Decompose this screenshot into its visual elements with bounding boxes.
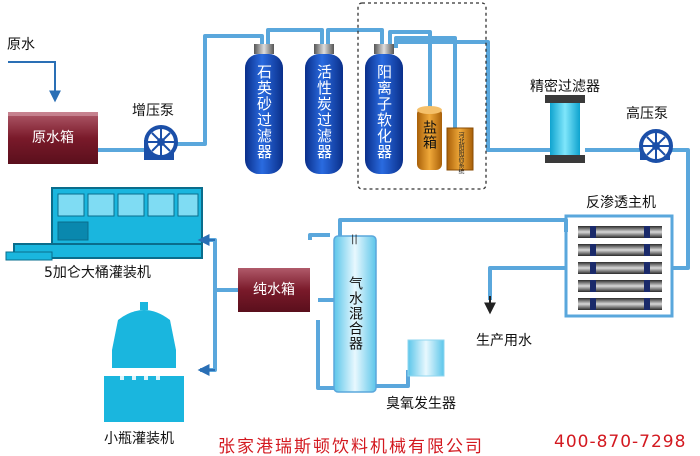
booster-pump-label: 增压泵 <box>132 103 174 119</box>
svg-text:||: || <box>351 234 358 245</box>
ozone-generator <box>407 339 445 377</box>
production-water-label: 生产用水 <box>476 333 532 349</box>
cation-softener <box>365 44 403 174</box>
company-name: 张家港瑞斯顿饮料机械有限公司 <box>218 437 484 456</box>
quartz-filter-label: 石英砂过滤器 <box>255 64 273 160</box>
salt-tank-label: 盐箱 <box>421 120 437 150</box>
bottle-filler-label: 小瓶灌装机 <box>104 431 174 447</box>
regeneration-unit <box>446 127 474 171</box>
company-phone: 400-870-7298 <box>554 432 687 452</box>
raw-water-inlet <box>8 61 61 103</box>
high-pressure-pump-label: 高压泵 <box>626 106 668 122</box>
ro-host-label: 反渗透主机 <box>586 195 656 211</box>
softener-label: 阳离子软化器 <box>375 64 393 160</box>
pure-water-tank-label: 纯水箱 <box>253 282 295 298</box>
bottle-filler-machine <box>104 302 184 422</box>
activated-carbon-filter <box>305 44 343 174</box>
regen-unit-label: 河北阳阳药系统 <box>457 132 464 174</box>
booster-pump-icon <box>144 125 178 160</box>
ro-host-unit <box>564 214 674 318</box>
ozone-generator-label: 臭氧发生器 <box>386 396 456 412</box>
quartz-sand-filter <box>245 44 283 174</box>
precision-filter <box>545 95 585 163</box>
raw-water-label: 原水 <box>7 37 35 53</box>
carbon-filter-label: 活性炭过滤器 <box>315 64 333 160</box>
salt-tank <box>417 106 442 170</box>
gas-water-mixer-label: 气水混合器 <box>347 276 363 351</box>
gas-water-mixer: || <box>333 234 377 393</box>
raw-water-tank-label: 原水箱 <box>32 130 74 146</box>
precision-filter-label: 精密过滤器 <box>530 79 600 95</box>
barrel-filler-machine <box>5 187 203 261</box>
softener-group-outline <box>357 2 487 190</box>
raw-water-tank <box>8 112 98 164</box>
pure-water-tank <box>238 268 310 312</box>
high-pressure-pump-icon <box>639 129 673 163</box>
barrel-filler-label: 5加仑大桶灌装机 <box>44 265 151 281</box>
